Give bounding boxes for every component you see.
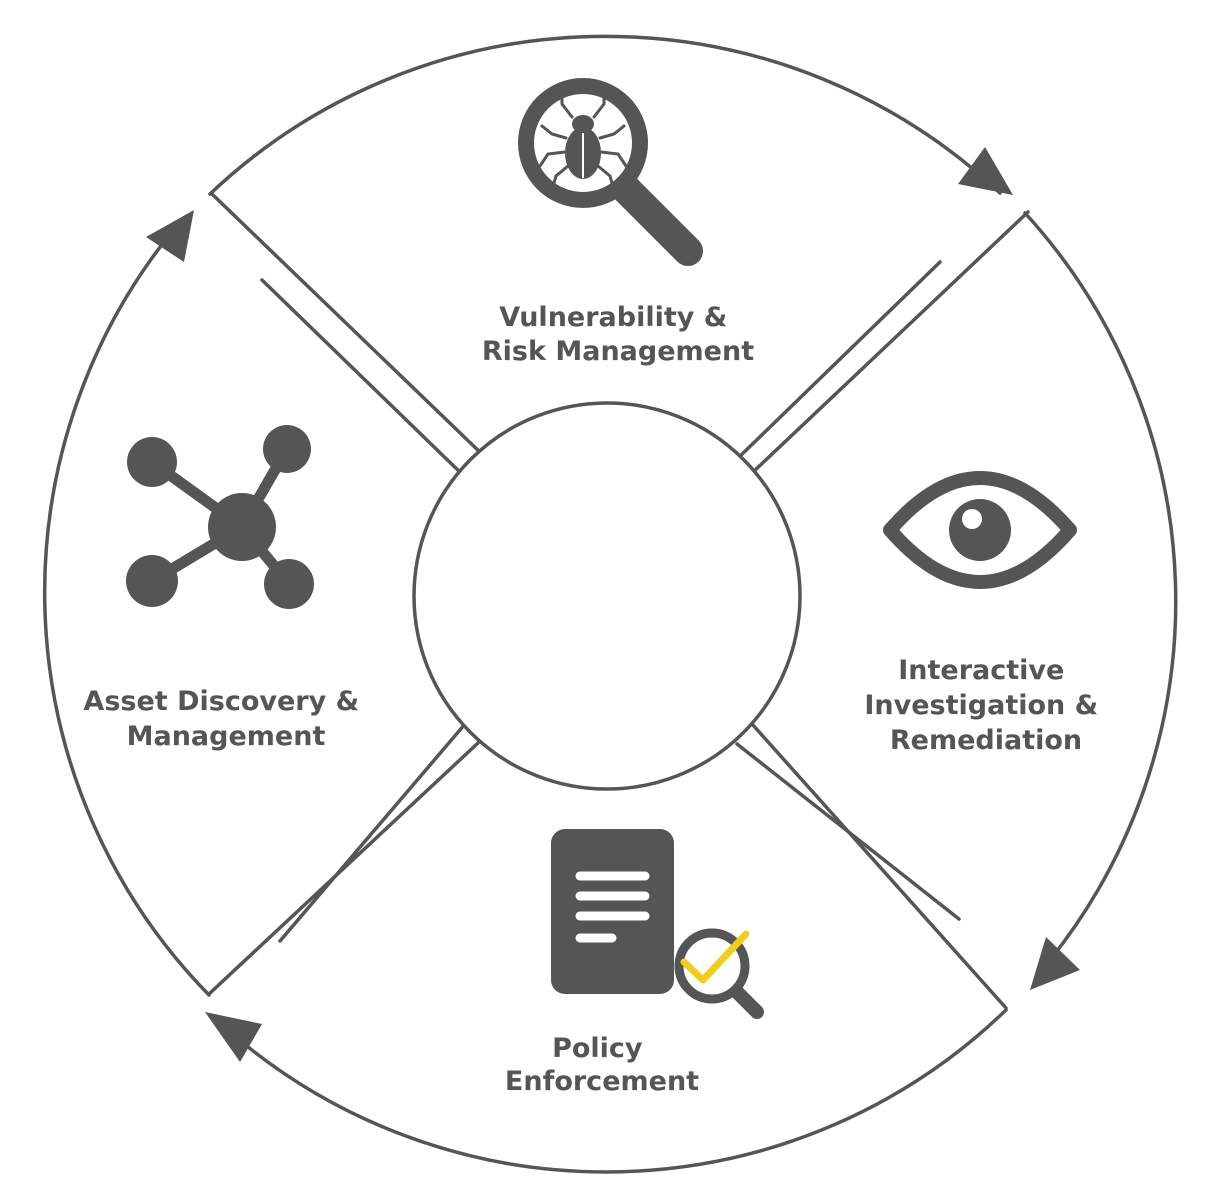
outer-ring <box>42 34 1178 1174</box>
label-asset-line: Management <box>127 721 326 752</box>
bug-magnifier-icon <box>518 78 703 266</box>
dividers <box>207 192 1030 1010</box>
arc-left <box>42 220 211 997</box>
arc-bottom <box>228 1008 1008 1174</box>
flow-arrows <box>146 147 1080 1062</box>
arc-right <box>1023 211 1178 962</box>
label-asset: Asset Discovery & Management <box>83 686 368 752</box>
label-policy: Policy Enforcement <box>505 1033 699 1097</box>
label-vulnerability-line: Vulnerability & <box>499 302 727 333</box>
document-check-icon <box>551 829 764 1019</box>
label-vulnerability-line: Risk Management <box>482 336 754 367</box>
label-investigation: Interactive Investigation & Remediation <box>864 655 1107 756</box>
label-vulnerability: Vulnerability & Risk Management <box>482 302 754 367</box>
label-investigation-line: Remediation <box>890 725 1082 756</box>
arrow-top-right <box>958 147 1013 195</box>
label-policy-line: Policy <box>552 1033 643 1064</box>
eye-icon <box>883 471 1077 589</box>
label-investigation-line: Investigation & <box>864 690 1098 721</box>
network-node-icon <box>126 425 314 609</box>
arrow-bottom-left <box>205 1012 262 1062</box>
arrow-top-left <box>146 210 194 262</box>
label-investigation-line: Interactive <box>898 655 1064 686</box>
label-asset-line: Asset Discovery & <box>83 686 359 717</box>
arrow-bottom-right <box>1030 937 1080 990</box>
label-policy-line: Enforcement <box>505 1066 699 1097</box>
arc-top <box>208 34 1002 196</box>
center-hub <box>412 401 802 791</box>
